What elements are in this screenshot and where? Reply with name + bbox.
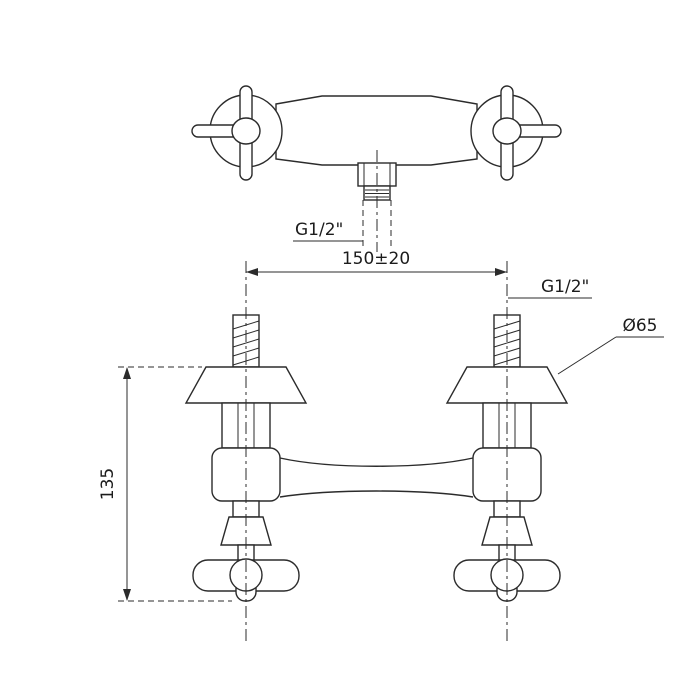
dim-outlet-thread: G1/2": [293, 200, 392, 246]
dim-spacing: 150±20: [246, 249, 507, 276]
front-view: [184, 261, 569, 644]
left-handle-top: [191, 85, 283, 181]
dim-escutcheon-diameter: Ø65: [557, 316, 664, 375]
mixer-body-top: [275, 95, 478, 166]
height-label: 135: [98, 468, 118, 500]
diameter-label: Ø65: [622, 316, 657, 336]
top-view: [191, 85, 562, 252]
spacing-label: 150±20: [342, 249, 410, 269]
bridge-top-edge: [279, 457, 474, 467]
inlet-thread-label: G1/2": [541, 277, 589, 297]
left-handle-front: [192, 500, 300, 602]
dim-height: 135: [98, 366, 232, 602]
right-handle-top: [470, 85, 562, 181]
right-hub: [492, 117, 522, 145]
left-hub: [231, 117, 261, 145]
dimensions: G1/2" 150±20 G1/2" Ø65 135: [98, 200, 664, 602]
outlet-thread-label: G1/2": [295, 220, 343, 240]
bridge-bottom-edge: [279, 490, 474, 498]
dim-inlet-thread: G1/2": [508, 277, 592, 299]
mixer-body-front: [211, 447, 542, 502]
